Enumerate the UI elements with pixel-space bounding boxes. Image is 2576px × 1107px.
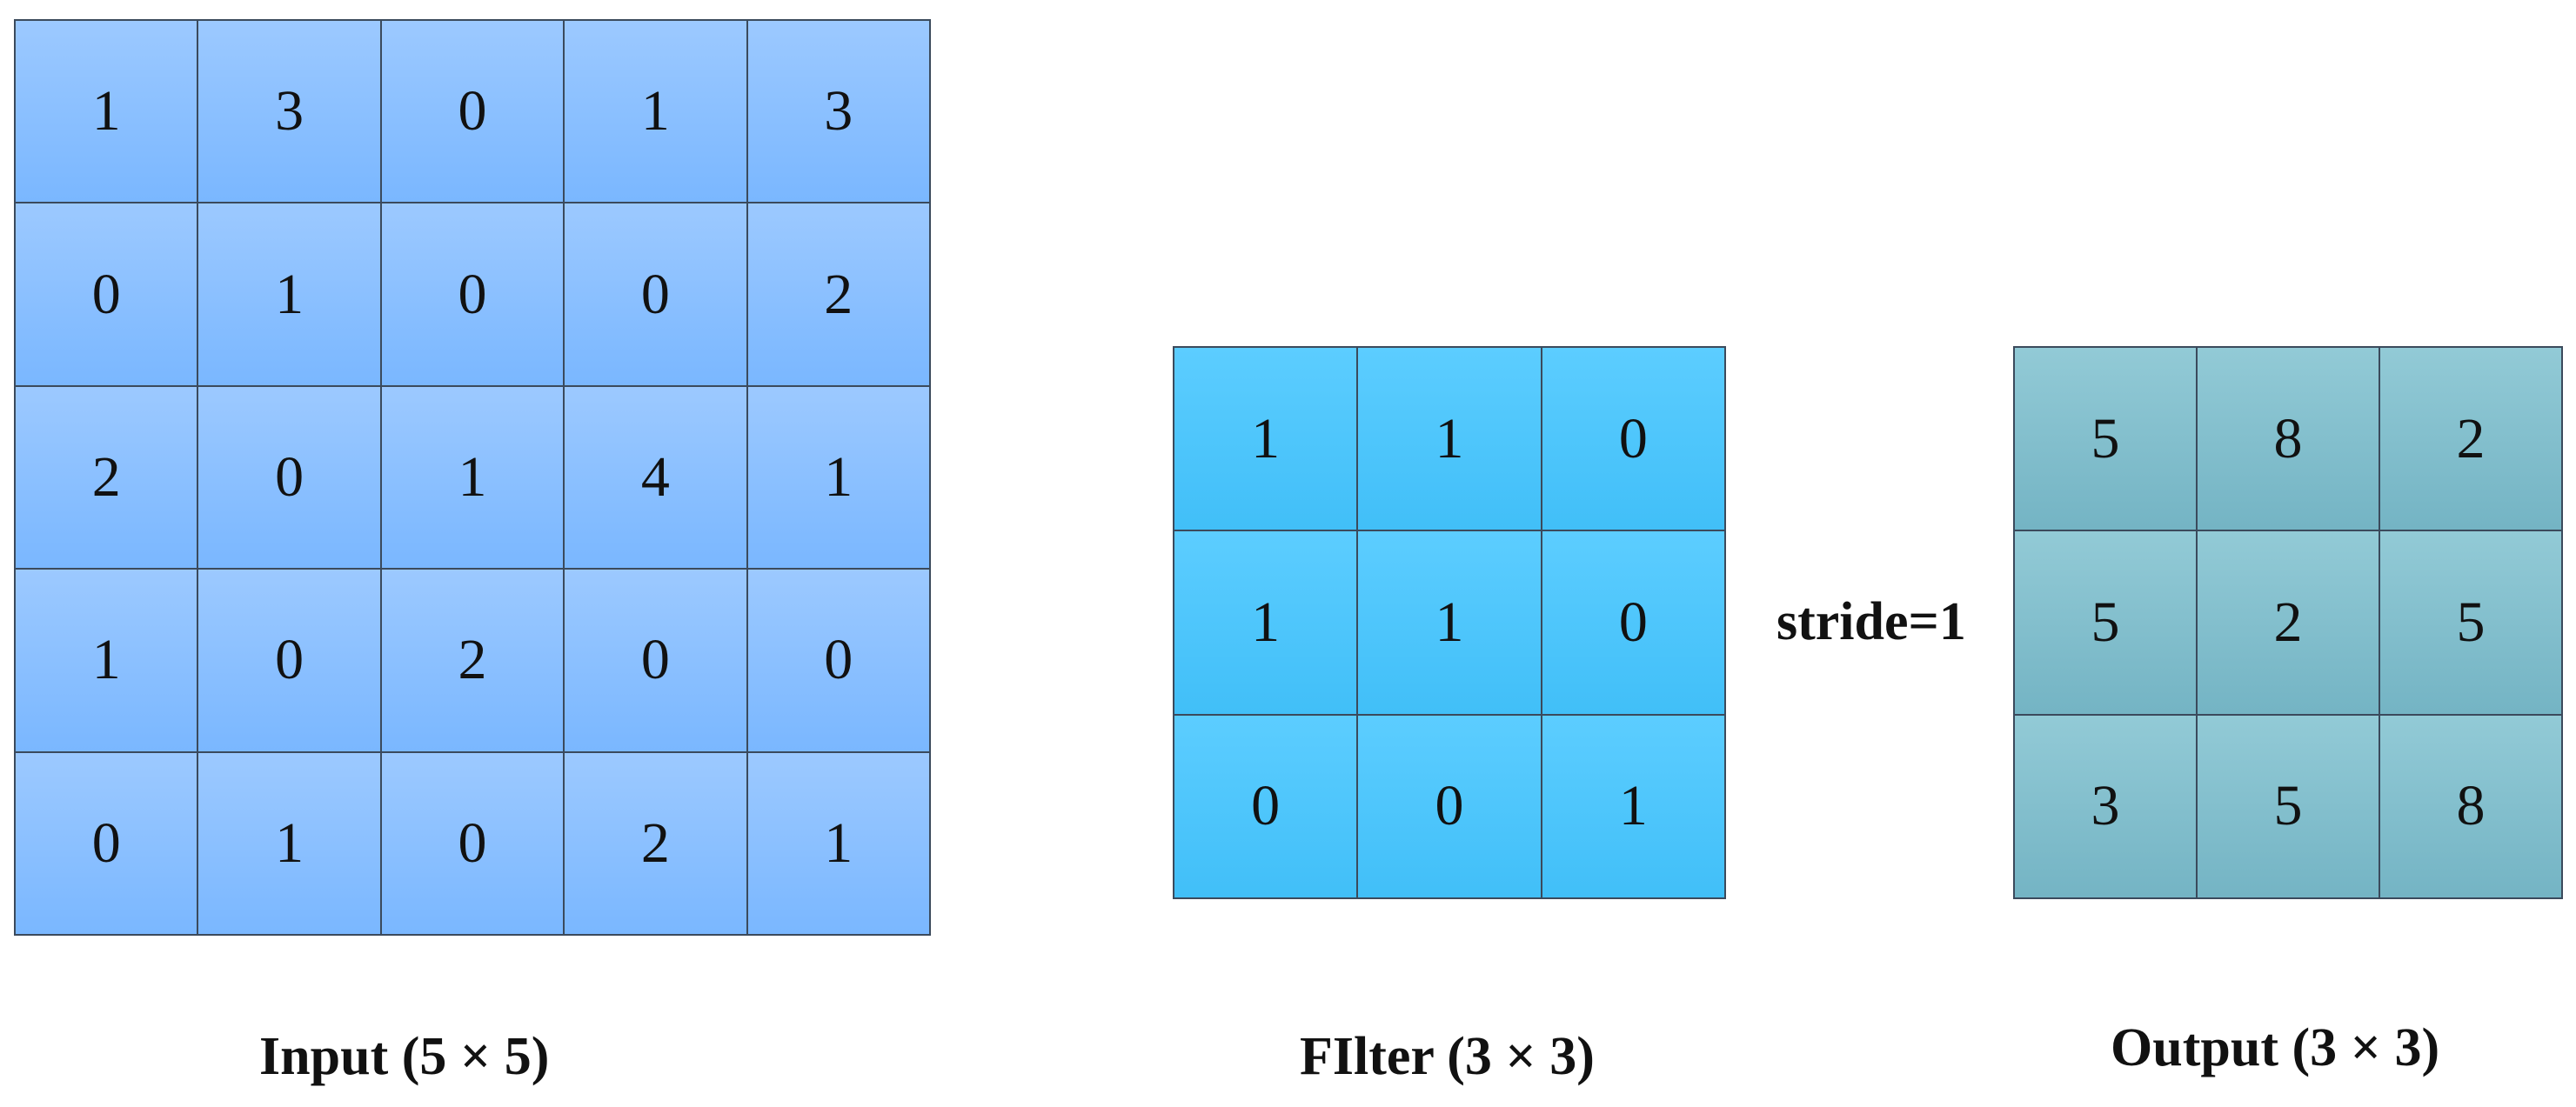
input-cell: 3	[747, 21, 931, 204]
input-cell: 0	[381, 752, 565, 936]
filter-cell: 0	[1174, 715, 1359, 899]
input-cell: 0	[747, 570, 931, 753]
output-cell: 2	[2380, 348, 2563, 532]
output-cell: 8	[2380, 715, 2563, 899]
input-cell: 0	[16, 752, 199, 936]
stride-label: stride=1	[1776, 592, 1966, 651]
input-cell: 0	[381, 21, 565, 204]
output-cell: 2	[2198, 531, 2380, 716]
input-cell: 2	[747, 203, 931, 387]
filter-cell: 0	[1358, 715, 1542, 899]
filter-cell: 1	[1174, 531, 1359, 716]
input-matrix: 1 3 0 1 3 0 1 0 0 2 2 0 1 4 1 1 0 2 0 0 …	[14, 19, 931, 936]
input-cell: 0	[198, 386, 382, 570]
input-cell: 1	[565, 21, 748, 204]
output-cell: 8	[2198, 348, 2380, 532]
input-cell: 2	[16, 386, 199, 570]
output-cell: 3	[2015, 715, 2198, 899]
output-cell: 5	[2380, 531, 2563, 716]
input-cell: 1	[16, 21, 199, 204]
input-cell: 0	[565, 570, 748, 753]
output-caption: Output (3 × 3)	[2111, 1018, 2440, 1077]
filter-cell: 1	[1358, 531, 1542, 716]
input-cell: 1	[198, 752, 382, 936]
filter-caption: FIlter (3 × 3)	[1300, 1027, 1595, 1086]
input-cell: 1	[381, 386, 565, 570]
input-cell: 3	[198, 21, 382, 204]
output-cell: 5	[2015, 531, 2198, 716]
input-cell: 1	[747, 752, 931, 936]
output-cell: 5	[2015, 348, 2198, 532]
input-cell: 4	[565, 386, 748, 570]
output-matrix: 5 8 2 5 2 5 3 5 8	[2013, 346, 2563, 899]
filter-cell: 0	[1542, 348, 1726, 532]
input-cell: 2	[565, 752, 748, 936]
filter-cell: 0	[1542, 531, 1726, 716]
input-cell: 0	[198, 570, 382, 753]
filter-matrix: 1 1 0 1 1 0 0 0 1	[1173, 346, 1726, 899]
output-cell: 5	[2198, 715, 2380, 899]
input-cell: 1	[16, 570, 199, 753]
input-cell: 1	[198, 203, 382, 387]
input-cell: 1	[747, 386, 931, 570]
filter-cell: 1	[1542, 715, 1726, 899]
input-cell: 0	[16, 203, 199, 387]
input-cell: 0	[381, 203, 565, 387]
input-cell: 0	[565, 203, 748, 387]
filter-cell: 1	[1358, 348, 1542, 532]
filter-cell: 1	[1174, 348, 1359, 532]
input-caption: Input (5 × 5)	[259, 1027, 550, 1086]
input-cell: 2	[381, 570, 565, 753]
